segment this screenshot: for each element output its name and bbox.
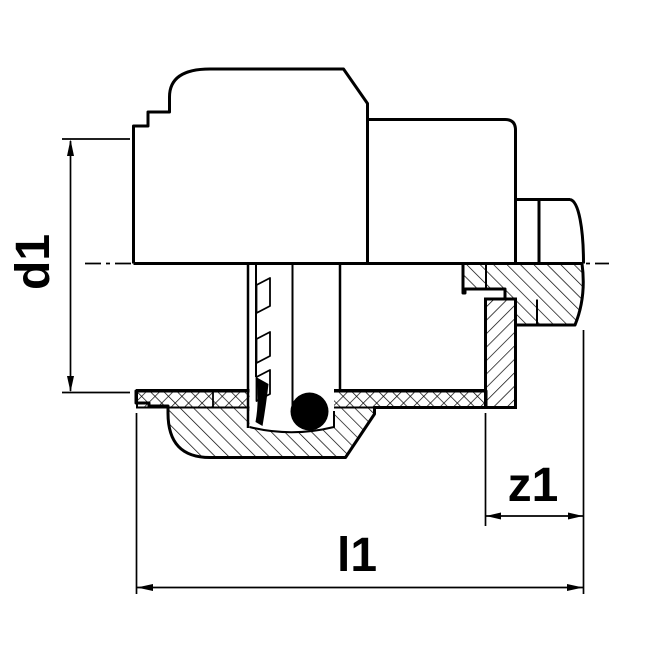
body-end-wall-section	[484, 297, 517, 409]
dimension-l1: l1	[135, 330, 585, 594]
seal-pocket-outline	[249, 411, 335, 434]
grip-ring-and-seal	[246, 263, 342, 434]
l1-arrow-right	[567, 584, 583, 591]
o-ring	[290, 392, 329, 431]
d1-arrow-down	[67, 376, 74, 392]
bottom-half-section	[133, 262, 585, 459]
z1-label: z1	[508, 459, 559, 512]
top-half-outline	[132, 67, 585, 264]
z1-arrow-left	[486, 512, 501, 520]
grip-ring-barb	[255, 377, 269, 426]
d1-arrow-up	[67, 139, 74, 156]
dimension-d1: d1	[7, 138, 130, 394]
z1-arrow-right	[568, 512, 583, 520]
l1-label: l1	[337, 529, 377, 582]
male-end-section	[461, 262, 585, 327]
d1-label: d1	[7, 234, 60, 290]
male-end-bulge-top	[569, 198, 585, 264]
body-exterior-outline	[367, 118, 517, 264]
dimension-z1: z1	[484, 413, 584, 526]
l1-arrow-left	[137, 584, 153, 591]
grip-tooth	[255, 331, 271, 364]
grip-tooth	[255, 277, 271, 314]
nut-exterior-outline	[132, 67, 369, 264]
